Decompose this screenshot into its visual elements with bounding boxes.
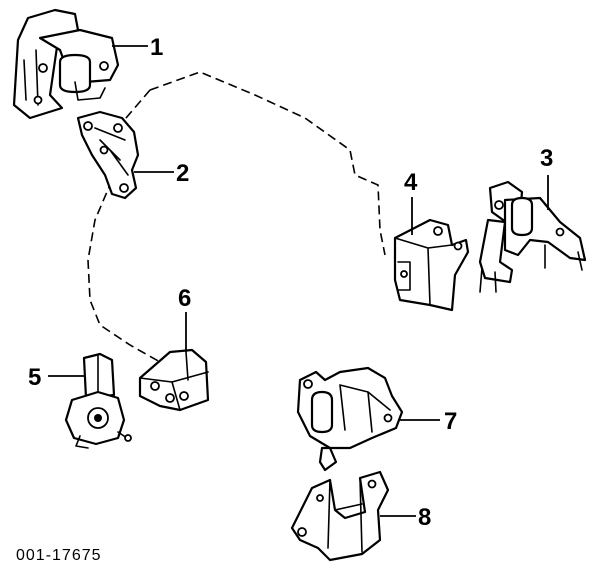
- callout-7: 7: [444, 408, 457, 435]
- callout-3: 3: [540, 145, 553, 172]
- part-5-rear-insulator: [64, 352, 132, 449]
- part-7-lower-mount: [296, 366, 404, 472]
- callout-8: 8: [418, 504, 431, 531]
- part-1-upper-engine-mount: [12, 8, 120, 120]
- reference-code: 001-17675: [16, 547, 102, 564]
- callout-1: 1: [150, 34, 163, 61]
- part-2-mount-bracket: [76, 110, 140, 200]
- callout-2: 2: [176, 160, 189, 187]
- callout-6: 6: [178, 285, 191, 312]
- part-6-rear-bracket: [138, 348, 210, 412]
- part-8-lower-bracket: [290, 470, 390, 562]
- part-3-transaxle-mount: [478, 180, 587, 293]
- callout-4: 4: [404, 169, 418, 196]
- part-4-front-mount-bracket: [393, 218, 470, 312]
- engine-outline-dashed: [87, 71, 386, 363]
- callout-5: 5: [28, 364, 41, 391]
